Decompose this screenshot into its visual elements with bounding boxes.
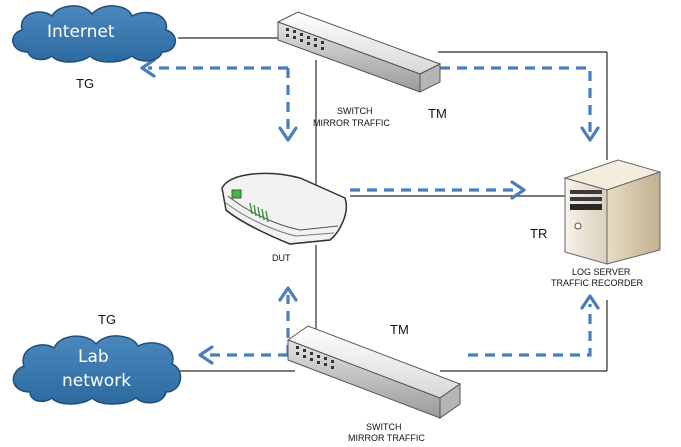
switch-top-label-line1: SWITCH [337,106,373,116]
switch-top-icon [276,11,442,93]
switch-bottom-label-line1: SWITCH [366,422,402,432]
tg-label-top: TG [76,76,94,91]
switch-bottom-label-line2: MIRROR TRAFFIC [348,433,425,443]
arrowhead-down-icon [278,126,298,142]
flow-switch-to-server-top [440,66,592,132]
arrowhead-down-icon [580,126,600,142]
arrowhead-up-icon [278,286,298,302]
dut-label: DUT [272,253,291,263]
physical-links [176,37,608,372]
flow-arrowheads [140,58,600,365]
lab-label-line1: Lab [78,347,109,367]
flow-switch-to-server-bottom [468,304,592,357]
tg-label-bottom: TG [98,312,116,327]
tr-label: TR [530,226,547,241]
lab-label-line2: network [62,371,131,391]
arrowhead-right-icon [510,180,526,200]
tm-label-top: TM [428,106,447,121]
server-label-line2: TRAFFIC RECORDER [551,278,644,288]
server-label-line1: LOG SERVER [572,267,631,277]
arrowhead-left-icon [198,345,214,365]
switch-top-label-line2: MIRROR TRAFFIC [313,118,390,128]
lab-network-cloud-icon: Lab network [12,335,182,405]
arrowhead-left-icon [140,58,156,78]
switch-bottom-icon [286,325,462,419]
internet-cloud-icon: Internet [12,5,176,63]
arrowhead-up-icon [580,294,600,310]
log-server-icon [563,159,662,265]
tm-label-bottom: TM [390,322,409,337]
internet-label: Internet [47,22,115,42]
dut-router-icon [221,172,347,245]
